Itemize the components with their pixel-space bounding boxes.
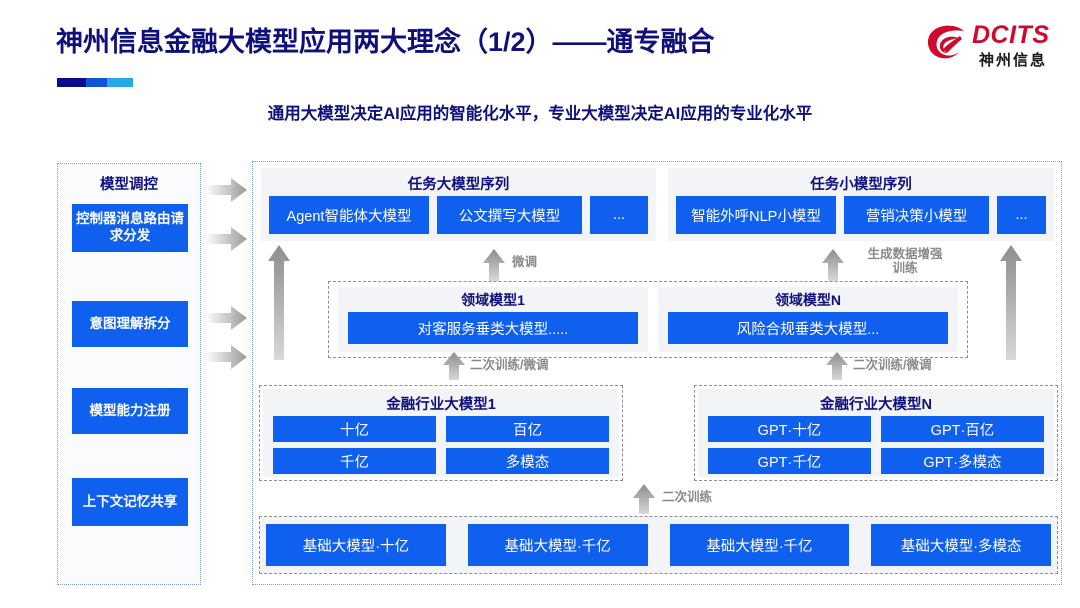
task-large-model-chip-row: Agent智能体大模型 公文撰写大模型 ... [269, 196, 648, 234]
domain-model-1-title: 领域模型1 [461, 292, 525, 308]
task-small-model-sequence-title: 任务小模型序列 [810, 177, 912, 193]
caption-data-augmentation: 生成数据增强 训练 [850, 247, 960, 276]
industry-model-n-container [694, 385, 1058, 481]
industry-model-n-grid: GPT·十亿 GPT·百亿 GPT·千亿 GPT·多模态 [708, 416, 1044, 474]
domain-model-n-title: 领域模型N [774, 292, 842, 308]
chip-outbound-nlp-model[interactable]: 智能外呼NLP小模型 [676, 196, 836, 234]
flow-arrow-right-2 [205, 227, 247, 251]
industry-n-cell-trillion[interactable]: GPT·千亿 [708, 448, 871, 474]
logo-text-en: DCITS [972, 21, 1050, 49]
foundation-cell-trillion-2[interactable]: 基础大模型·千亿 [669, 524, 850, 566]
task-small-model-chip-row: 智能外呼NLP小模型 营销决策小模型 ... [676, 196, 1046, 234]
chip-more-large-models[interactable]: ... [590, 196, 648, 234]
task-large-model-sequence-title: 任务大模型序列 [407, 177, 510, 193]
title-underline-accent [57, 78, 133, 87]
control-item-context[interactable]: 上下文记忆共享 [72, 478, 188, 526]
flow-arrow-right-3 [205, 306, 247, 330]
domain-model-n-chip[interactable]: 风险合规垂类大模型... [668, 312, 948, 344]
architecture-container [252, 161, 1062, 585]
industry-n-cell-ten-billion[interactable]: GPT·百亿 [881, 416, 1044, 442]
flow-arrow-up-data-augmentation [822, 249, 844, 281]
task-large-model-sequence-panel: 任务大模型序列 Agent智能体大模型 公文撰写大模型 ... [261, 168, 656, 241]
industry-model-n-title: 金融行业大模型N [820, 397, 932, 413]
caption-data-augmentation-line1: 生成数据增强 [867, 247, 943, 261]
control-item-intent[interactable]: 意图理解拆分 [72, 301, 188, 347]
control-panel-title: 模型调控 [100, 177, 158, 193]
industry-1-cell-billion[interactable]: 十亿 [273, 416, 436, 442]
industry-model-n-panel: 金融行业大模型N GPT·十亿 GPT·百亿 GPT·千亿 GPT·多模态 [698, 389, 1054, 477]
industry-model-1-container [259, 385, 623, 481]
task-small-model-sequence-panel: 任务小模型序列 智能外呼NLP小模型 营销决策小模型 ... [668, 168, 1054, 241]
control-item-router[interactable]: 控制器消息路由请求分发 [72, 204, 188, 252]
domain-model-1-panel: 领域模型1 对客服务垂类大模型..... [338, 287, 648, 352]
flow-arrow-up-retrain-center [633, 484, 655, 514]
domain-models-container [328, 281, 968, 358]
industry-1-cell-ten-billion[interactable]: 百亿 [446, 416, 609, 442]
domain-model-n-panel: 领域模型N 风险合规垂类大模型... [658, 287, 958, 352]
dcits-swirl-icon [927, 25, 964, 59]
industry-model-1-panel: 金融行业大模型1 十亿 百亿 千亿 多模态 [263, 389, 619, 477]
flow-arrow-up-far-right [1000, 245, 1022, 360]
flow-arrow-up-retrain-right [826, 352, 848, 380]
flow-arrow-up-retrain-left [443, 352, 465, 380]
caption-retrain: 二次训练 [662, 490, 713, 504]
control-item-registry[interactable]: 模型能力注册 [72, 388, 188, 434]
caption-retrain-finetune-right: 二次训练/微调 [853, 358, 932, 372]
domain-model-1-chip[interactable]: 对客服务垂类大模型..... [348, 312, 638, 344]
industry-n-cell-billion[interactable]: GPT·十亿 [708, 416, 871, 442]
caption-fine-tune: 微调 [512, 255, 538, 269]
logo-text-cn: 神州信息 [979, 52, 1048, 69]
foundation-cell-multimodal[interactable]: 基础大模型·多模态 [871, 524, 1051, 566]
flow-arrow-up-far-left [268, 245, 290, 360]
chip-doc-writing-model[interactable]: 公文撰写大模型 [437, 196, 582, 234]
industry-n-cell-multimodal[interactable]: GPT·多模态 [881, 448, 1044, 474]
foundation-cell-billion[interactable]: 基础大模型·十亿 [266, 524, 446, 566]
foundation-cell-trillion-1[interactable]: 基础大模型·千亿 [467, 524, 648, 566]
chip-agent-model[interactable]: Agent智能体大模型 [269, 196, 429, 234]
foundation-models-row: 基础大模型·十亿 基础大模型·千亿 基础大模型·千亿 基础大模型·多模态 [266, 524, 1051, 566]
industry-model-1-grid: 十亿 百亿 千亿 多模态 [273, 416, 609, 474]
chip-more-small-models[interactable]: ... [997, 196, 1046, 234]
flow-arrow-up-fine-tune [483, 249, 505, 281]
caption-data-augmentation-line2: 训练 [892, 261, 918, 276]
chip-marketing-model[interactable]: 营销决策小模型 [844, 196, 989, 234]
caption-retrain-finetune-left: 二次训练/微调 [470, 358, 549, 372]
industry-1-cell-trillion[interactable]: 千亿 [273, 448, 436, 474]
brand-logo: DCITS 神州信息 [924, 18, 1062, 76]
flow-arrow-right-4 [205, 345, 247, 369]
industry-model-1-title: 金融行业大模型1 [386, 397, 496, 413]
industry-1-cell-multimodal[interactable]: 多模态 [446, 448, 609, 474]
control-panel: 模型调控 控制器消息路由请求分发 意图理解拆分 模型能力注册 上下文记忆共享 [57, 163, 201, 585]
page-title: 神州信息金融大模型应用两大理念（1/2）——通专融合 [56, 27, 715, 57]
flow-arrow-right-1 [205, 178, 247, 202]
page-subtitle: 通用大模型决定AI应用的智能化水平，专业大模型决定AI应用的专业化水平 [267, 105, 813, 123]
